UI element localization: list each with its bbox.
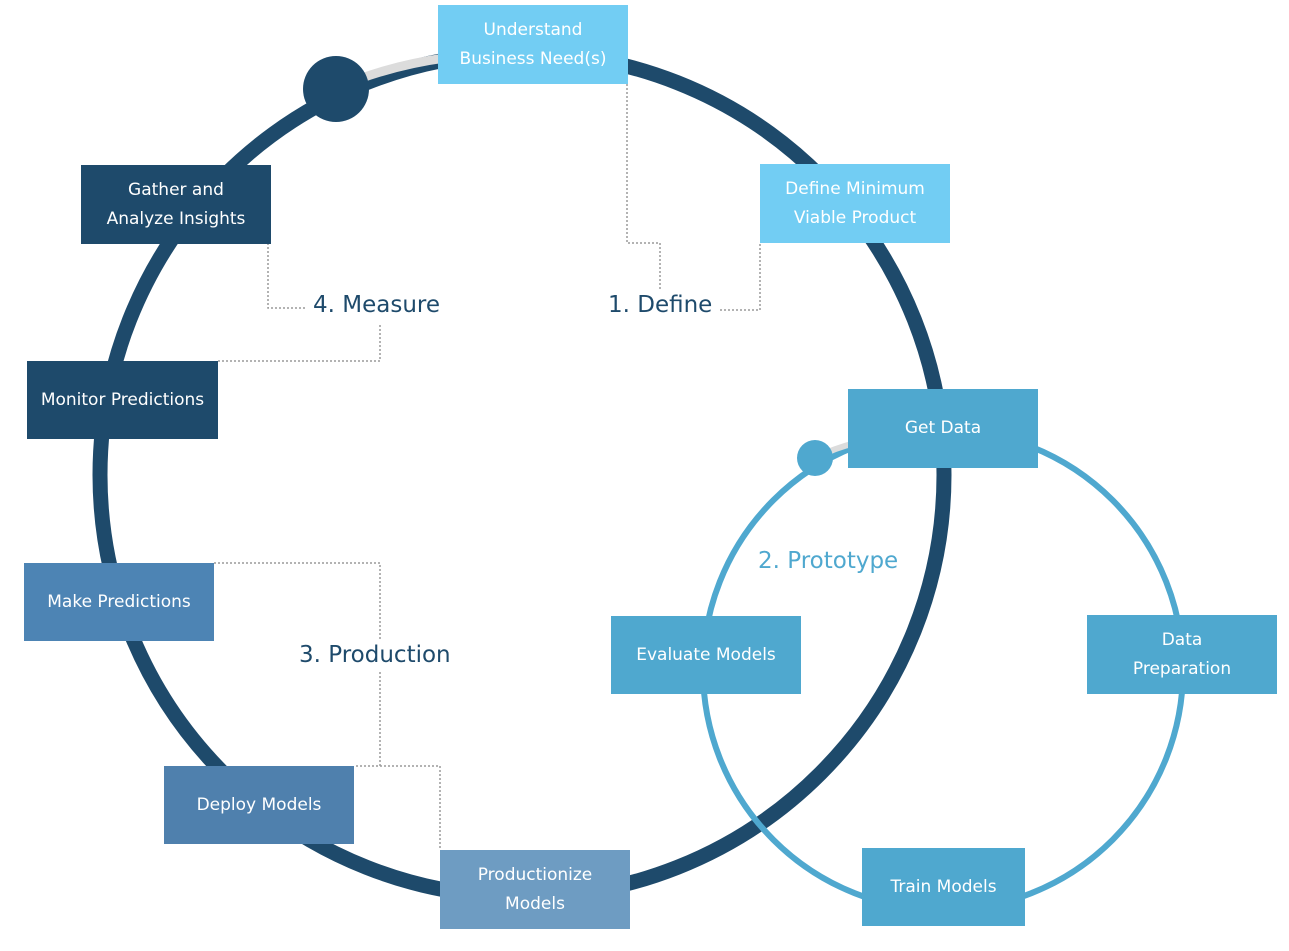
step-evaluate-models: Evaluate Models [611, 616, 801, 694]
step-label-line: Preparation [1132, 658, 1232, 679]
connectors [214, 84, 761, 850]
phase-label-define: 1. Define [608, 292, 713, 318]
step-label-line: Viable Product [793, 207, 917, 228]
step-get-data: Get Data [848, 389, 1038, 468]
connector-define-understand [626, 84, 661, 290]
connector-production-make [214, 562, 381, 640]
main-cycle-start-dot [303, 56, 369, 122]
prototype-cycle-start-dot [797, 440, 833, 476]
step-define-mvp: Define Minimum Viable Product [760, 164, 950, 243]
step-label-line: Evaluate Models [636, 644, 776, 665]
phase-label-prototype: 2. Prototype [758, 548, 899, 574]
step-label-line: Data [1161, 629, 1203, 650]
step-label-line: Make Predictions [47, 591, 191, 612]
step-label-line: Get Data [904, 418, 982, 438]
step-label-line: Define Minimum [785, 178, 925, 199]
connector-production-productionize [380, 765, 441, 850]
step-productionize-models: Productionize Models [440, 850, 630, 929]
connector-measure-monitor [218, 325, 381, 362]
step-train-models: Train Models [862, 848, 1025, 926]
phase-label-production: 3. Production [299, 642, 451, 668]
step-label-line: Train Models [890, 876, 997, 897]
step-label-line: Deploy Models [196, 794, 322, 815]
step-gather-insights: Gather and Analyze Insights [81, 165, 271, 244]
step-label-line: Understand [483, 19, 583, 40]
step-label-line: Analyze Insights [106, 208, 246, 229]
connector-measure-gather [267, 243, 305, 309]
step-make-predictions: Make Predictions [24, 563, 214, 641]
step-understand-business-needs: Understand Business Need(s) [438, 5, 628, 84]
step-monitor-predictions: Monitor Predictions [27, 361, 218, 439]
connector-define-mvp [720, 243, 761, 311]
connector-production-deploy [354, 672, 381, 767]
step-label-line: Models [505, 893, 565, 914]
phase-label-measure: 4. Measure [313, 292, 441, 318]
step-label-line: Business Need(s) [459, 48, 607, 69]
step-label-line: Gather and [128, 179, 224, 200]
step-data-preparation: Data Preparation [1087, 615, 1277, 694]
step-label-line: Monitor Predictions [40, 389, 205, 410]
step-label-line: Productionize [477, 864, 593, 885]
step-deploy-models: Deploy Models [164, 766, 354, 844]
